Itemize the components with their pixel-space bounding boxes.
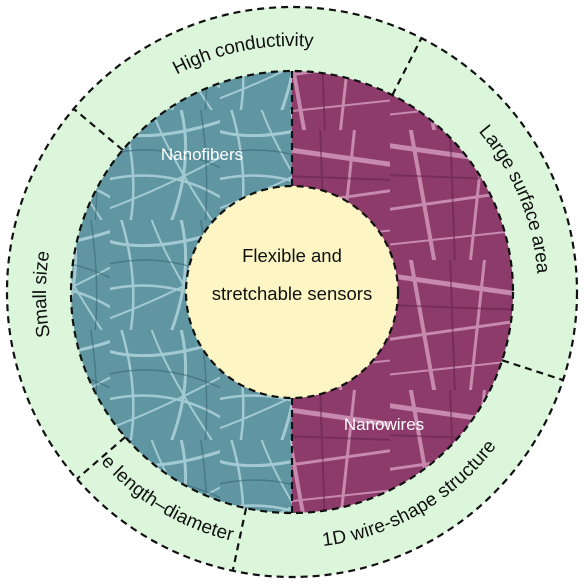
- outer-ring-border: [5, 5, 579, 579]
- nanowires-label: Nanowires: [344, 415, 424, 434]
- nanofiber-panel: [71, 71, 292, 513]
- segment-dividers: [72, 37, 564, 572]
- segment-divider: [501, 359, 564, 382]
- center-disc: [186, 186, 398, 398]
- segment-divider: [231, 507, 248, 572]
- segment-divider: [72, 107, 124, 151]
- center-disc-border: [184, 184, 400, 400]
- segment-divider: [391, 37, 423, 96]
- segment-divider: [76, 436, 126, 480]
- center-title-line-2: stretchable sensors: [212, 283, 372, 304]
- middle-ring-border: [69, 69, 515, 515]
- nanowire-panel: [292, 71, 513, 513]
- nanofibers-label: Nanofibers: [161, 145, 243, 164]
- center-title-line-1: Flexible and: [242, 245, 342, 266]
